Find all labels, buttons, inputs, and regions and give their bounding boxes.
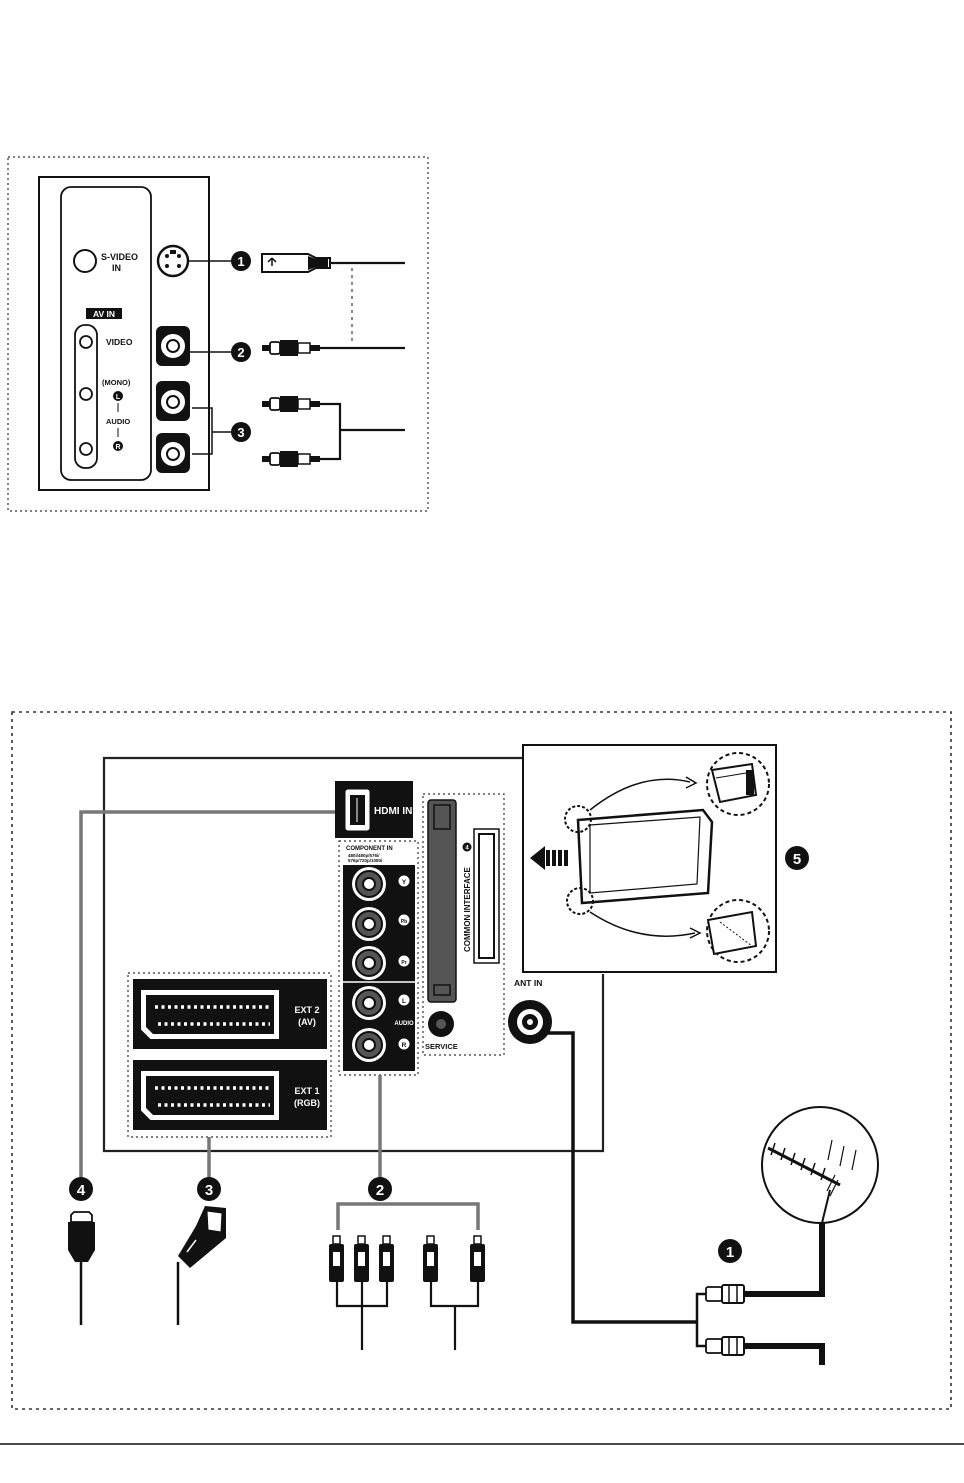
ext2-label-1: EXT 2 xyxy=(294,1005,319,1015)
svg-text:2: 2 xyxy=(376,1182,384,1199)
ext1-label-1: EXT 1 xyxy=(294,1086,319,1096)
svg-text:2: 2 xyxy=(237,345,244,360)
audio-right-indicator-icon xyxy=(79,442,93,456)
hdmi-label: HDMI IN xyxy=(374,806,412,817)
service-label: SERVICE xyxy=(425,1042,458,1051)
hdmi-in-port[interactable] xyxy=(335,781,413,838)
ext2-label-2: (AV) xyxy=(298,1017,316,1027)
video-plug-icon xyxy=(262,340,405,356)
pb-badge: Pb xyxy=(401,919,407,925)
av-in-label: AV IN xyxy=(93,309,115,319)
r-badge: R xyxy=(402,1042,407,1049)
svg-text:4: 4 xyxy=(77,1182,86,1199)
rear-panel-frame xyxy=(11,711,952,1410)
svg-text:5: 5 xyxy=(793,851,801,868)
component-sub-2: 576p/720p/1080i xyxy=(348,858,382,863)
l-badge: L xyxy=(402,998,406,1005)
rear-callout-5 xyxy=(785,846,809,870)
pr-badge: Pr xyxy=(401,960,406,966)
component-audio-label: AUDIO xyxy=(394,1021,414,1027)
svg-text:1: 1 xyxy=(237,254,244,269)
audio-left-jack-icon[interactable] xyxy=(156,381,190,421)
insert-arrow-icon xyxy=(530,846,568,870)
component-pb-jack[interactable] xyxy=(352,907,386,941)
svideo-label-1: S-VIDEO xyxy=(101,252,138,262)
ant-in-port[interactable] xyxy=(508,1000,552,1044)
video-indicator-icon xyxy=(79,335,93,349)
common-interface-slot[interactable] xyxy=(427,799,500,1003)
audio-right-jack-icon[interactable] xyxy=(156,433,190,473)
service-port[interactable] xyxy=(428,1011,454,1037)
left-badge: L xyxy=(116,394,121,401)
rear-callout-4 xyxy=(69,1177,93,1201)
audio-right-plug-icon xyxy=(262,451,320,467)
component-y-jack[interactable] xyxy=(352,867,386,901)
svg-text:1: 1 xyxy=(726,1244,734,1261)
svideo-label-2: IN xyxy=(112,263,121,273)
component-label: COMPONENT IN xyxy=(346,846,393,852)
rear-callout-2 xyxy=(368,1177,392,1201)
right-badge: R xyxy=(115,444,120,451)
svg-text:3: 3 xyxy=(205,1182,213,1199)
component-audio-r-jack[interactable] xyxy=(352,1028,386,1062)
video-label: VIDEO xyxy=(106,337,133,347)
rear-callout-1 xyxy=(718,1239,742,1263)
audio-label: AUDIO xyxy=(106,417,130,426)
side-callout-1 xyxy=(231,251,251,271)
side-callout-3 xyxy=(231,422,251,442)
ci-badge: 4 xyxy=(465,846,469,852)
audio-left-indicator-icon xyxy=(79,387,93,401)
hdmi-plug-icon xyxy=(68,1211,95,1325)
ext2-scart-port[interactable] xyxy=(133,979,327,1049)
audio-left-plug-icon xyxy=(262,396,320,412)
svideo-indicator-icon xyxy=(73,249,97,273)
ant-in-label: ANT IN xyxy=(514,978,542,988)
component-audio-l-jack[interactable] xyxy=(352,986,386,1020)
av-in-badge xyxy=(86,308,122,319)
y-badge: Y xyxy=(402,879,407,886)
common-interface-label: COMMON INTERFACE xyxy=(463,866,472,952)
ext1-scart-port[interactable] xyxy=(133,1060,327,1130)
svg-text:3: 3 xyxy=(237,425,244,440)
side-callout-2 xyxy=(231,342,251,362)
ext1-label-2: (RGB) xyxy=(294,1098,320,1108)
component-plugs-icon xyxy=(329,1235,485,1282)
video-jack-icon[interactable] xyxy=(156,326,190,366)
antenna-plugs-icon xyxy=(705,1284,745,1356)
component-sub-1: 480i/480p/576i/ xyxy=(348,853,380,858)
svideo-jack-icon[interactable] xyxy=(156,244,190,278)
side-panel-frame xyxy=(7,156,429,512)
antenna-icon xyxy=(761,1106,879,1224)
component-pr-jack[interactable] xyxy=(352,946,386,980)
svideo-plug-icon xyxy=(261,253,405,273)
rear-callout-3 xyxy=(197,1177,221,1201)
rear-panel-body xyxy=(102,756,605,1153)
mono-label: (MONO) xyxy=(102,378,131,387)
scart-plug-icon xyxy=(176,1206,226,1325)
